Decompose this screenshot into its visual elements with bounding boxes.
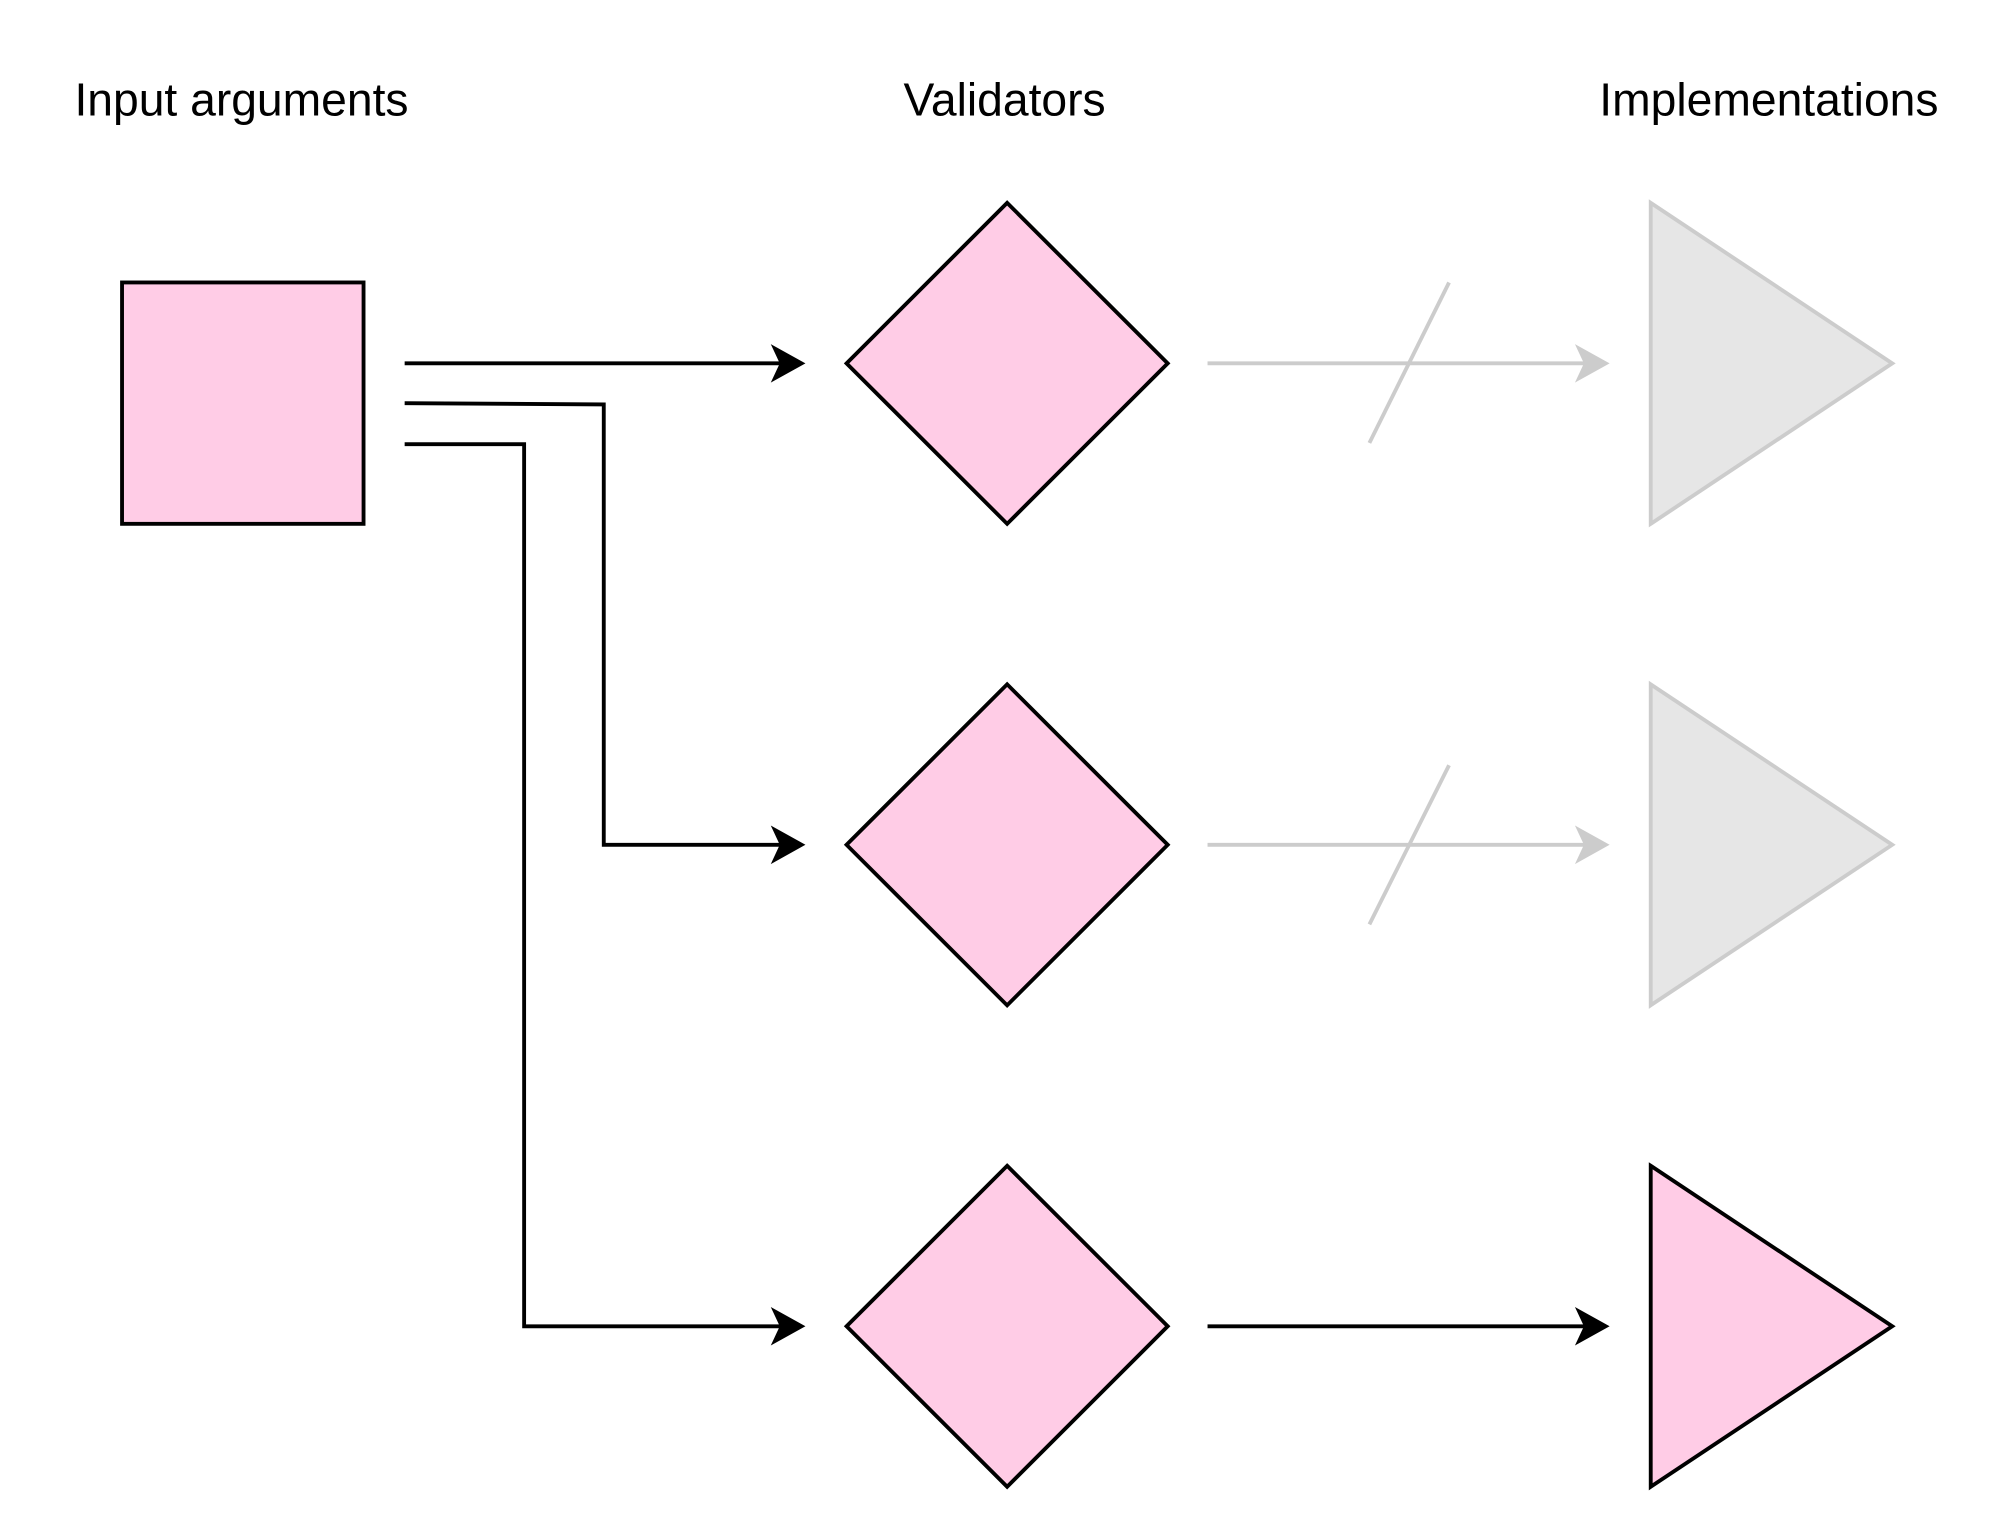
validator-diamond-3 [843, 1163, 1171, 1490]
arrowhead-icon [770, 344, 806, 383]
validator-diamond-2 [843, 681, 1171, 1009]
arrowhead-icon [1574, 1307, 1610, 1346]
arrowhead-icon [1574, 344, 1610, 383]
blocked-slash-icon [1367, 764, 1451, 926]
arrow-input-to-validator-3 [404, 442, 800, 1329]
implementation-triangle-2-inactive [1648, 680, 1896, 1009]
blocked-slash-icon [1367, 281, 1451, 444]
arrowhead-icon [770, 825, 806, 865]
arrowhead-icon [770, 1307, 806, 1346]
arrowhead-icon [1574, 825, 1610, 865]
implementation-triangle-1-inactive [1648, 199, 1896, 528]
arrow-input-to-validator-2 [404, 401, 800, 847]
validator-diamond-1 [843, 200, 1171, 527]
implementation-triangle-3-active [1648, 1162, 1896, 1491]
header-implementations: Implementations [1599, 74, 1938, 126]
header-input-arguments: Input arguments [74, 74, 408, 126]
input-arguments-box [120, 280, 366, 526]
header-validators: Validators [903, 74, 1105, 126]
